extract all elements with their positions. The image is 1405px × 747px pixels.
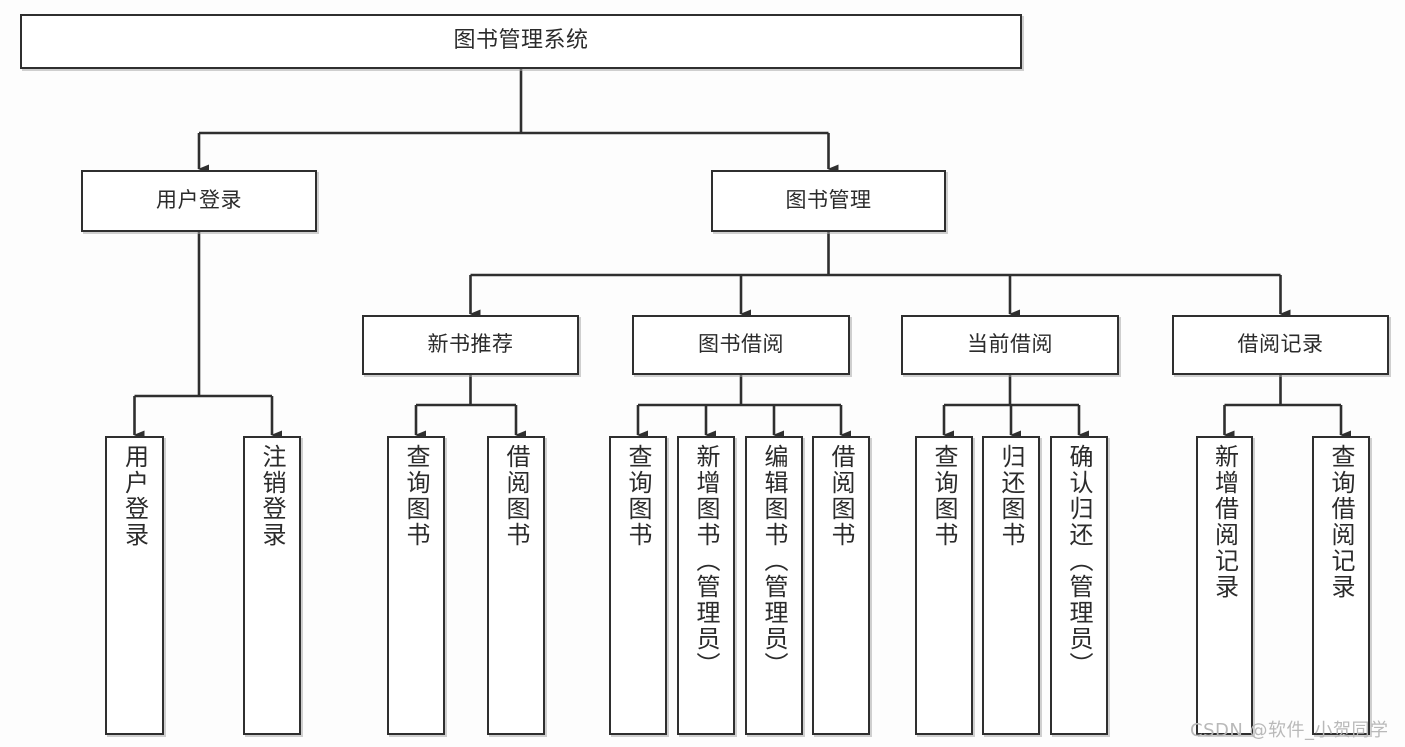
node-borrow[interactable]: 图书借阅 <box>632 315 850 375</box>
node-leaf1[interactable]: 用户登录 <box>105 436 164 735</box>
node-label: 图书管理 <box>785 188 872 213</box>
node-label: 归还图书 <box>997 444 1025 548</box>
node-label: 用户登录 <box>120 444 149 548</box>
node-bookmgmt[interactable]: 图书管理 <box>711 170 946 232</box>
node-label: 查询图书 <box>930 444 958 548</box>
node-leaf6[interactable]: 新增图书（管理员） <box>677 436 735 735</box>
node-leaf7[interactable]: 编辑图书（管理员） <box>745 436 803 735</box>
node-leaf10[interactable]: 归还图书 <box>982 436 1040 735</box>
node-label: 新增借阅记录 <box>1210 444 1239 600</box>
node-label: 注销登录 <box>258 444 286 548</box>
node-label: 用户登录 <box>156 188 242 213</box>
node-leaf4[interactable]: 借阅图书 <box>487 436 545 735</box>
node-label: 借阅记录 <box>1237 332 1324 357</box>
node-label: 新书推荐 <box>427 332 514 357</box>
node-label: 查询图书 <box>624 444 652 548</box>
node-label: 借阅图书 <box>502 444 530 548</box>
node-label: 确认归还（管理员） <box>1065 444 1093 678</box>
node-login[interactable]: 用户登录 <box>81 170 317 232</box>
node-label: 新增图书（管理员） <box>692 444 720 678</box>
node-leaf13[interactable]: 查询借阅记录 <box>1312 436 1370 735</box>
node-leaf3[interactable]: 查询图书 <box>387 436 445 735</box>
node-leaf5[interactable]: 查询图书 <box>609 436 667 735</box>
node-leaf12[interactable]: 新增借阅记录 <box>1196 436 1253 735</box>
node-label: 借阅图书 <box>827 444 855 548</box>
node-records[interactable]: 借阅记录 <box>1172 315 1389 375</box>
node-leaf11[interactable]: 确认归还（管理员） <box>1050 436 1108 735</box>
node-label: 查询图书 <box>402 444 430 548</box>
node-current[interactable]: 当前借阅 <box>901 315 1119 375</box>
node-leaf8[interactable]: 借阅图书 <box>812 436 870 735</box>
node-label: 图书管理系统 <box>453 28 589 54</box>
node-leaf9[interactable]: 查询图书 <box>915 436 973 735</box>
node-root[interactable]: 图书管理系统 <box>20 14 1022 69</box>
node-label: 图书借阅 <box>698 332 784 357</box>
node-label: 编辑图书（管理员） <box>760 444 788 678</box>
node-newbook[interactable]: 新书推荐 <box>362 315 579 375</box>
node-leaf2[interactable]: 注销登录 <box>243 436 301 735</box>
node-label: 当前借阅 <box>967 332 1053 357</box>
node-label: 查询借阅记录 <box>1327 444 1355 600</box>
